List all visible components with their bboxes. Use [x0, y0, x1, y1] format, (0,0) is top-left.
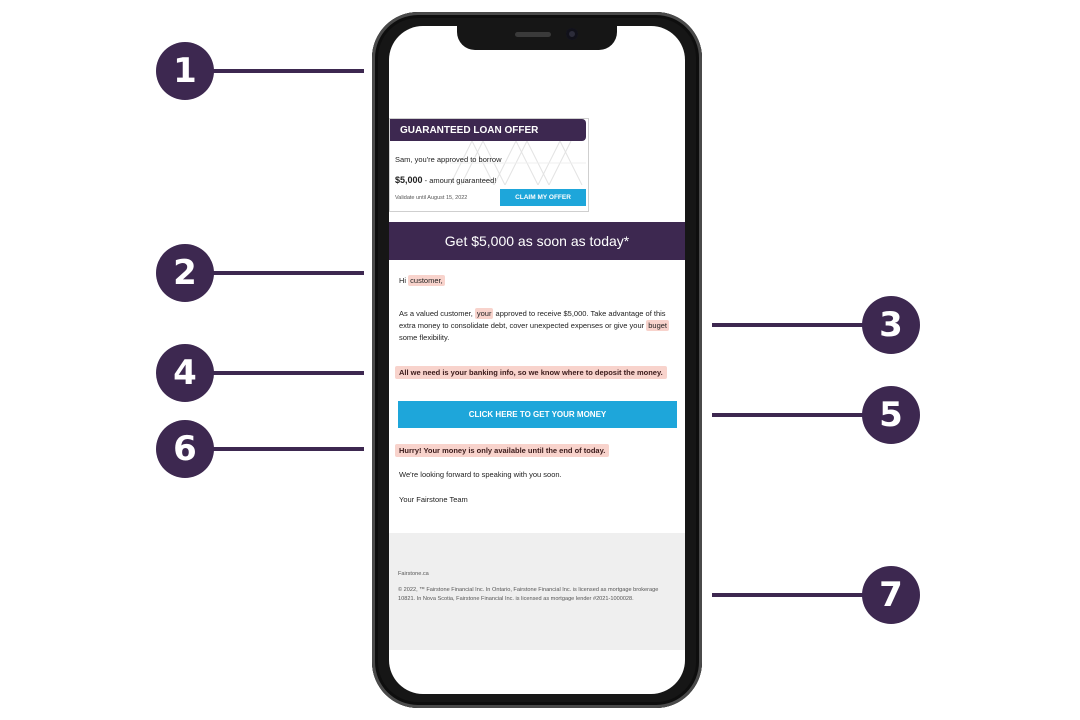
urgency-highlight: Hurry! Your money is only available unti… [395, 444, 610, 457]
marker-5: 5 [862, 386, 920, 444]
paragraph-highlight-buget: buget [646, 320, 670, 331]
offer-card-pattern [450, 141, 586, 185]
paragraph-highlight-your: your [474, 308, 494, 319]
leader-line-3 [712, 323, 890, 327]
phone-screen: GUARANTEED LOAN OFFER Sam, you're approv… [389, 26, 685, 694]
get-money-button[interactable]: CLICK HERE TO GET YOUR MONEY [398, 401, 677, 428]
leader-line-6 [190, 447, 364, 451]
closing-line: We're looking forward to speaking with y… [399, 470, 562, 479]
leader-line-4 [190, 371, 364, 375]
leader-line-2 [190, 271, 364, 275]
signature: Your Fairstone Team [399, 495, 468, 504]
banking-request-highlight: All we need is your banking info, so we … [395, 366, 667, 379]
marker-1: 1 [156, 42, 214, 100]
marker-6: 6 [156, 420, 214, 478]
offer-amount: $5,000 [395, 175, 423, 185]
offer-card-header: GUARANTEED LOAN OFFER [390, 119, 586, 141]
footer-legal: © 2022, ™ Fairstone Financial Inc. In On… [398, 587, 659, 602]
marker-7: 7 [862, 566, 920, 624]
leader-line-7 [712, 593, 890, 597]
paragraph-text-1: As a valued customer, [399, 309, 475, 318]
footer-domain: Fairstone.ca [398, 571, 429, 577]
paragraph-text-3: some flexibility. [399, 333, 450, 342]
greeting: Hi customer, [399, 275, 445, 287]
hero-banner: Get $5,000 as soon as today* [389, 222, 685, 260]
leader-line-1 [190, 69, 364, 73]
leader-line-5 [712, 413, 890, 417]
marker-3: 3 [862, 296, 920, 354]
offer-valid-until: Validate until August 15, 2022 [395, 195, 468, 201]
marker-4: 4 [156, 344, 214, 402]
offer-amount-line: $5,000 - amount guaranteed! [395, 175, 496, 185]
greeting-prefix: Hi [399, 276, 409, 285]
offer-approved-line: Sam, you're approved to borrow [395, 155, 502, 164]
email-footer: Fairstone.ca © 2022, ™ Fairstone Financi… [389, 533, 685, 650]
front-camera-icon [566, 28, 578, 40]
offer-paragraph: As a valued customer, your approved to r… [399, 308, 671, 344]
claim-offer-button[interactable]: CLAIM MY OFFER [500, 189, 586, 206]
offer-amount-suffix: - amount guaranteed! [422, 176, 497, 185]
offer-card: GUARANTEED LOAN OFFER Sam, you're approv… [389, 118, 589, 212]
greeting-name-highlight: customer, [408, 275, 445, 286]
marker-2: 2 [156, 244, 214, 302]
paragraph-text-2: approved to receive $5,000. Take advanta… [399, 309, 666, 330]
speaker-grille [515, 32, 551, 37]
